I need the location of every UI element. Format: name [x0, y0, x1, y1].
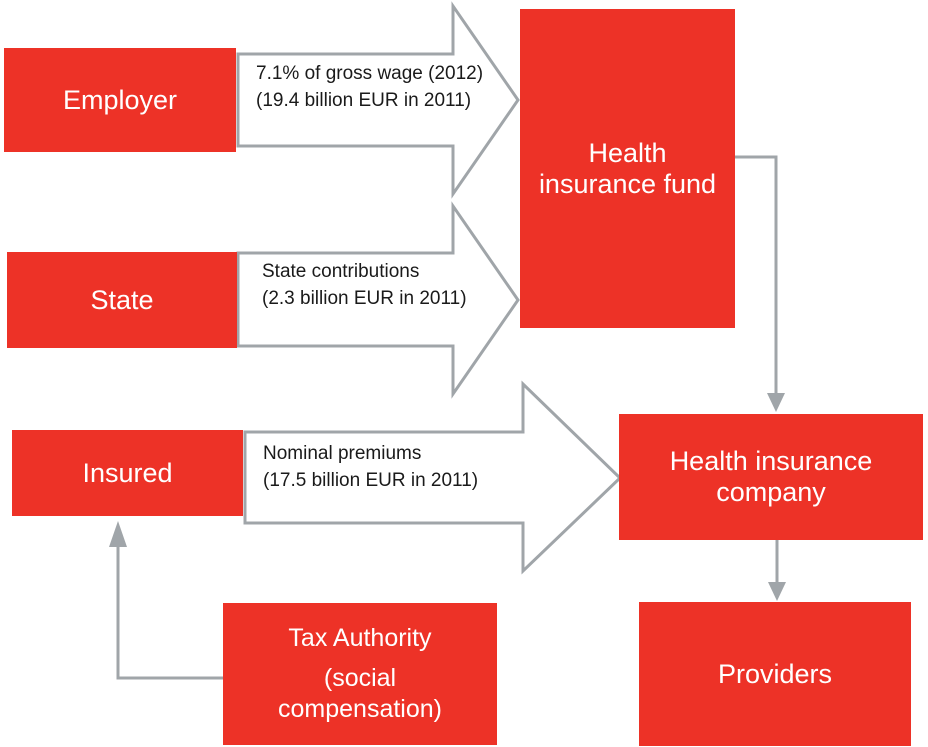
node-fund-label-line1: Health: [588, 137, 667, 168]
node-state-label: State: [90, 284, 154, 315]
flow-label-line: Nominal premiums: [263, 443, 422, 464]
node-tax-authority: Tax Authority (social compensation): [223, 603, 497, 745]
node-health-insurance-fund: Health insurance fund: [520, 9, 735, 328]
node-insured: Insured: [12, 430, 243, 516]
connector-fund-to-company: [735, 155, 785, 412]
connector-tax-to-insured: [109, 521, 223, 680]
node-tax-label-line1: Tax Authority: [288, 624, 432, 652]
flow-label-line: (2.3 billion EUR in 2011): [262, 288, 467, 309]
down-arrowhead-icon: [767, 393, 785, 412]
node-fund-label-line2: insurance fund: [538, 168, 717, 199]
connector-company-to-providers: [768, 540, 786, 601]
node-company-label-line1: Health insurance: [669, 446, 873, 476]
block-arrow-state-to-fund: [236, 201, 520, 399]
flow-label-line: State contributions: [262, 261, 420, 282]
flow-label-employer-to-fund: 7.1% of gross wage (2012) (19.4 billion …: [256, 60, 483, 114]
flow-label-insured-to-company: Nominal premiums (17.5 billion EUR in 20…: [263, 440, 478, 494]
flow-label-line: (17.5 billion EUR in 2011): [263, 470, 479, 491]
block-arrow-employer-to-fund: [236, 1, 520, 199]
down-arrowhead-icon: [768, 582, 786, 601]
node-health-insurance-company: Health insurance company: [619, 414, 923, 540]
node-state: State: [7, 252, 237, 348]
node-providers-label: Providers: [717, 658, 833, 689]
block-arrow-insured-to-company: [243, 380, 623, 575]
flow-label-line: 7.1% of gross wage (2012): [256, 63, 484, 84]
node-employer-label: Employer: [62, 84, 178, 115]
node-tax-label-line2: (social compensation): [278, 664, 442, 723]
node-providers: Providers: [639, 602, 911, 746]
up-arrowhead-icon: [109, 521, 127, 547]
node-company-label-line2: company: [716, 477, 826, 507]
node-insured-label: Insured: [82, 457, 173, 488]
flow-label-state-to-fund: State contributions (2.3 billion EUR in …: [262, 258, 467, 312]
flow-label-line: (19.4 billion EUR in 2011): [256, 90, 472, 111]
node-employer: Employer: [4, 48, 236, 152]
